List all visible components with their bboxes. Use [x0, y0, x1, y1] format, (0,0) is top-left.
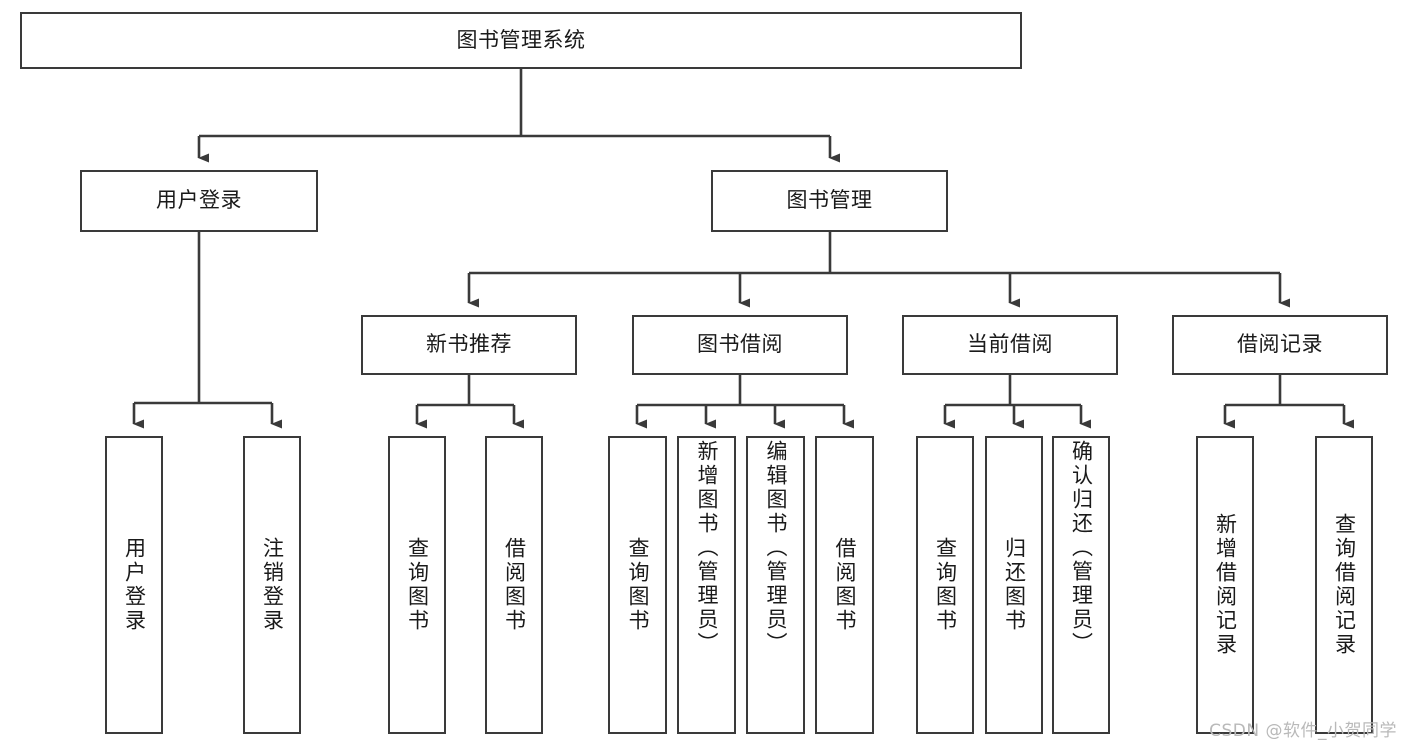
node-book-management[interactable]: 图书管理 — [711, 170, 948, 232]
node-user-login[interactable]: 用户登录 — [80, 170, 318, 232]
node-leaf-user-login-label: 用户登录 — [122, 537, 147, 633]
node-leaf-edit-book-admin-label: 编辑图书（管理员） — [764, 440, 788, 656]
node-book-borrow-label: 图书借阅 — [697, 332, 783, 357]
node-leaf-logout-label: 注销登录 — [260, 537, 285, 633]
node-leaf-query-book-borrow[interactable]: 查询图书 — [608, 436, 667, 734]
node-leaf-logout[interactable]: 注销登录 — [243, 436, 301, 734]
node-borrow-record-label: 借阅记录 — [1237, 332, 1323, 357]
node-user-login-label: 用户登录 — [156, 188, 242, 213]
node-leaf-query-book-current[interactable]: 查询图书 — [916, 436, 974, 734]
node-leaf-add-book-admin-label: 新增图书（管理员） — [695, 440, 719, 656]
node-new-book-recommend-label: 新书推荐 — [426, 332, 512, 357]
node-leaf-borrow-book[interactable]: 借阅图书 — [815, 436, 874, 734]
node-book-borrow[interactable]: 图书借阅 — [632, 315, 848, 375]
node-leaf-edit-book-admin[interactable]: 编辑图书（管理员） — [746, 436, 805, 734]
node-leaf-query-book-newbook-label: 查询图书 — [405, 537, 430, 633]
node-leaf-query-borrow-record[interactable]: 查询借阅记录 — [1315, 436, 1373, 734]
node-leaf-add-borrow-record-label: 新增借阅记录 — [1213, 513, 1238, 657]
node-leaf-add-borrow-record[interactable]: 新增借阅记录 — [1196, 436, 1254, 734]
node-book-management-label: 图书管理 — [786, 188, 873, 213]
node-root-system-label: 图书管理系统 — [456, 27, 586, 52]
node-leaf-user-login[interactable]: 用户登录 — [105, 436, 163, 734]
node-leaf-query-borrow-record-label: 查询借阅记录 — [1332, 513, 1357, 657]
node-leaf-query-book-borrow-label: 查询图书 — [626, 537, 650, 633]
node-borrow-record[interactable]: 借阅记录 — [1172, 315, 1388, 375]
node-leaf-confirm-return-admin-label: 确认归还（管理员） — [1069, 440, 1094, 656]
node-root-system[interactable]: 图书管理系统 — [20, 12, 1022, 69]
node-leaf-add-book-admin[interactable]: 新增图书（管理员） — [677, 436, 736, 734]
node-new-book-recommend[interactable]: 新书推荐 — [361, 315, 577, 375]
node-leaf-return-book-label: 归还图书 — [1002, 537, 1027, 633]
node-current-borrow[interactable]: 当前借阅 — [902, 315, 1118, 375]
node-leaf-borrow-book-label: 借阅图书 — [833, 537, 857, 633]
node-leaf-confirm-return-admin[interactable]: 确认归还（管理员） — [1052, 436, 1110, 734]
node-leaf-return-book[interactable]: 归还图书 — [985, 436, 1043, 734]
node-current-borrow-label: 当前借阅 — [967, 332, 1053, 357]
node-leaf-query-book-current-label: 查询图书 — [933, 537, 958, 633]
node-leaf-query-book-newbook[interactable]: 查询图书 — [388, 436, 446, 734]
node-leaf-borrow-book-newbook[interactable]: 借阅图书 — [485, 436, 543, 734]
watermark-text: CSDN @软件_小贺同学 — [1209, 721, 1397, 741]
node-leaf-borrow-book-newbook-label: 借阅图书 — [502, 537, 527, 633]
